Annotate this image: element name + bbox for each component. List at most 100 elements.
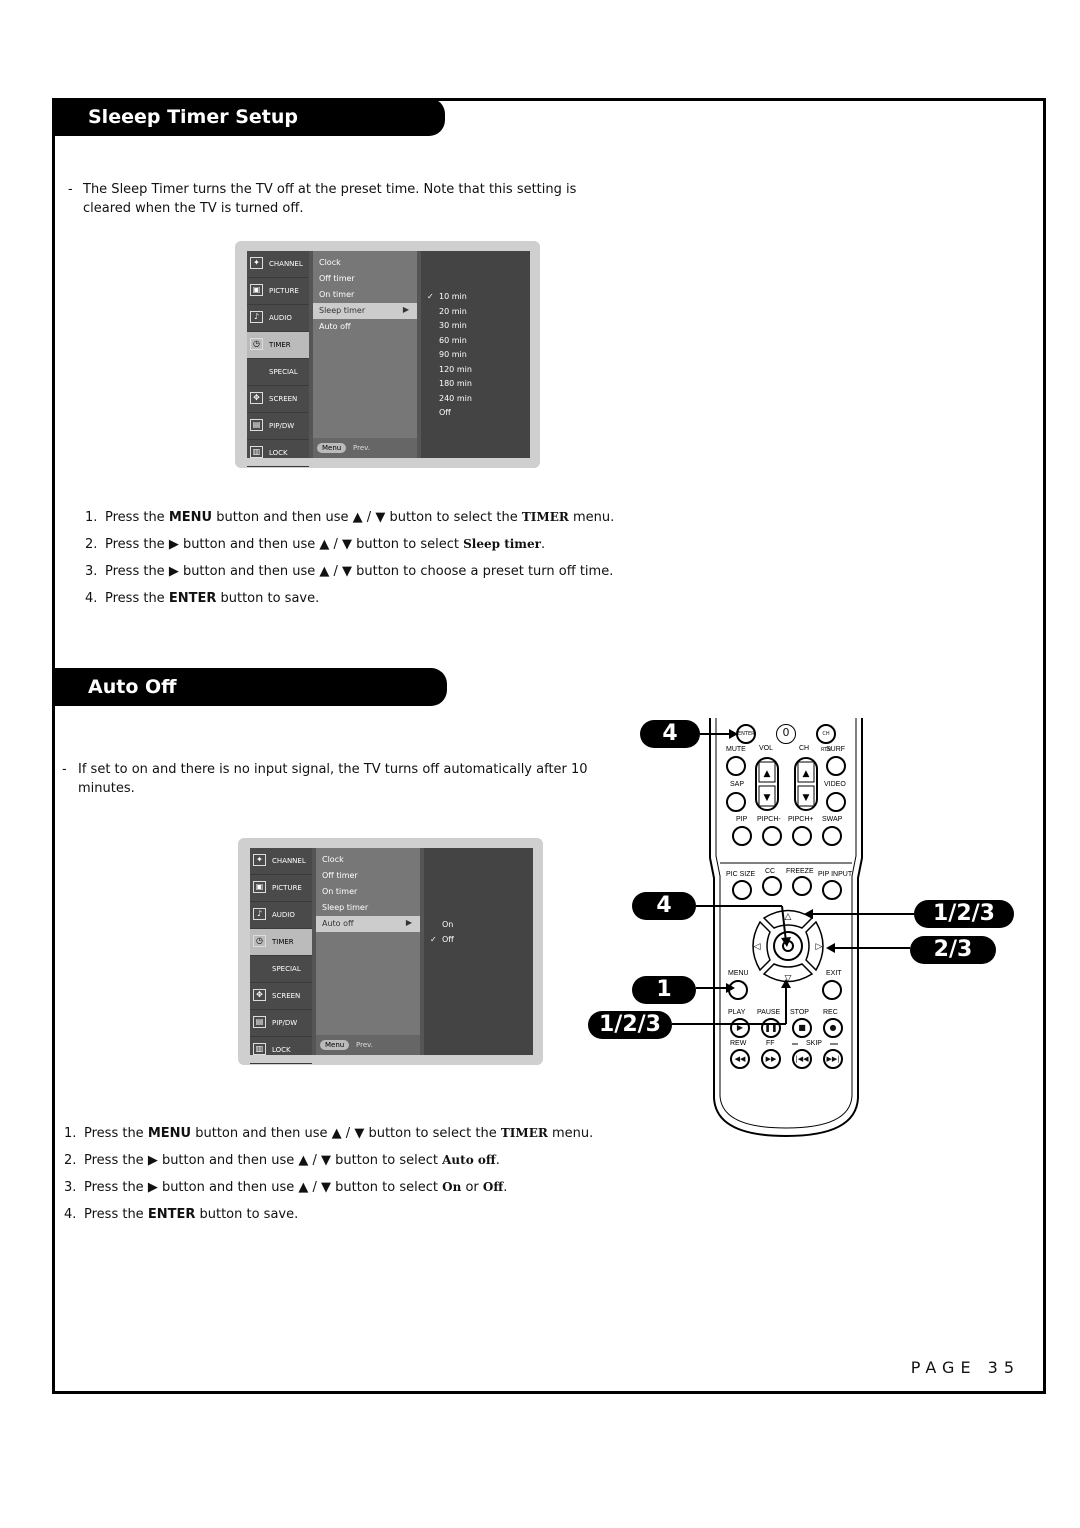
osd-option: 60 min [421,334,530,349]
osd-option-label: 240 min [439,393,472,403]
ff-button[interactable]: ▶▶ [761,1049,781,1069]
step-text: button and then use ▲ / ▼ button to sele… [191,1126,501,1141]
step-text: Press the [105,591,169,606]
svg-text:▲: ▲ [764,769,771,779]
instruction-step: 3.Press the ▶ button and then use ▲ / ▼ … [64,1178,604,1197]
enter-button[interactable]: ENTER [736,724,756,744]
osd-option: On [424,918,533,933]
osd-menu-label: Off timer [319,274,355,283]
osd-menu-button: Menu [317,443,347,453]
osd-side-item: SPECIAL [250,956,312,983]
pipch-plus-button[interactable] [792,826,812,846]
pic-size-label: PIC SIZE [726,871,756,878]
osd-side-item: ◷TIMER [250,929,312,956]
step-text: ENTER [147,1207,196,1222]
osd-side-item: ✥SCREEN [247,386,309,413]
skip-back-button[interactable]: |◀◀ [792,1049,812,1069]
section-title-auto-off: Auto Off [52,668,447,706]
osd-side-icon: ▣ [253,881,266,893]
rec-button[interactable]: ● [823,1018,843,1038]
osd-option: 240 min [421,392,530,407]
callout-step-4-top: 4 [640,720,700,748]
freeze-button[interactable] [792,876,812,896]
exit-button[interactable] [822,980,842,1000]
pic-size-button[interactable] [732,880,752,900]
osd-side-icon: ✥ [253,989,266,1001]
osd-side-label: PICTURE [269,287,299,295]
menu-label: MENU [728,970,749,977]
play-button[interactable]: ▶ [730,1018,750,1038]
instruction-step: 1.Press the MENU button and then use ▲ /… [64,1124,604,1143]
mute-button[interactable] [726,756,746,776]
step-text: TIMER [521,510,569,524]
instruction-step: 2.Press the ▶ button and then use ▲ / ▼ … [64,1151,604,1170]
osd-menu-label: Off timer [322,871,358,880]
osd-option-label: On [442,920,454,929]
rew-button[interactable]: ◀◀ [730,1049,750,1069]
step-text: Press the ▶ button and then use ▲ / ▼ bu… [84,1180,443,1195]
ch-rtn-button[interactable]: CH RTN [816,724,836,753]
osd-side-label: PIP/DW [269,422,295,430]
step-number: 1. [85,510,98,525]
video-button[interactable] [826,792,846,812]
sap-label: SAP [730,781,745,788]
osd-side-icon: ✦ [250,257,263,269]
surf-button[interactable] [826,756,846,776]
pip-label: PIP [736,816,748,823]
svg-text:◁: ◁ [754,942,761,952]
sleep-timer-intro-text: The Sleep Timer turns the TV off at the … [83,182,577,216]
step-text: . [495,1153,500,1168]
step-text: On [442,1180,462,1194]
svg-text:▼: ▼ [764,793,771,803]
pipch-plus-label: PIPCH+ [788,816,814,823]
pip-input-button[interactable] [822,880,842,900]
surf-label: SURF [826,746,846,753]
play-label: PLAY [728,1009,746,1016]
osd-menu-item: Auto off [313,319,417,335]
svg-text:▼: ▼ [803,793,810,803]
osd-option: 120 min [421,363,530,378]
osd-option: 30 min [421,319,530,334]
step-text: MENU [147,1126,192,1141]
osd-side-label: CHANNEL [269,260,303,268]
swap-button[interactable] [822,826,842,846]
video-label: VIDEO [824,781,846,788]
pipch-minus-button[interactable] [762,826,782,846]
step-text: button to save. [216,591,320,606]
instruction-step: 2.Press the ▶ button and then use ▲ / ▼ … [85,535,625,554]
step-text: menu. [568,510,615,525]
osd-side-item: ▣PICTURE [250,875,312,902]
pause-button[interactable]: ❚❚ [761,1018,781,1038]
menu-button[interactable] [728,980,748,1000]
step-text: Press the [84,1126,148,1141]
step-text: Press the [84,1207,148,1222]
skip-forward-button[interactable]: ▶▶| [823,1049,843,1069]
instruction-step: 1.Press the MENU button and then use ▲ /… [85,508,625,527]
osd-option: 20 min [421,305,530,320]
osd-option: ✓10 min [421,290,530,305]
svg-text:▽: ▽ [785,974,792,984]
step-text: or [461,1180,483,1195]
osd-side-item: ▤PIP/DW [250,1010,312,1037]
osd-side-item: ▣PICTURE [247,278,309,305]
swap-label: SWAP [822,816,843,823]
osd-menu-label: Clock [319,258,341,267]
zero-button[interactable]: 0 [776,724,796,744]
osd-side-icon: ▤ [253,1016,266,1028]
osd-option-label: 180 min [439,379,472,388]
osd-menu-item: Clock [316,852,420,868]
osd-side-item: SPECIAL [247,359,309,386]
stop-button[interactable]: ■ [792,1018,812,1038]
osd-option-label: 60 min [439,335,467,345]
cc-button[interactable] [762,876,782,896]
sleep-timer-steps: 1.Press the MENU button and then use ▲ /… [85,508,625,616]
callout-steps-123-right: 1/2/3 [914,900,1014,928]
step-text: Press the ▶ button and then use ▲ / ▼ bu… [105,564,614,579]
svg-text:△: △ [785,912,792,922]
osd-menu-label: Sleep timer [319,306,366,315]
section-title-sleep-timer: Sleeep Timer Setup [52,98,445,136]
sap-button[interactable] [726,792,746,812]
pip-button[interactable] [732,826,752,846]
